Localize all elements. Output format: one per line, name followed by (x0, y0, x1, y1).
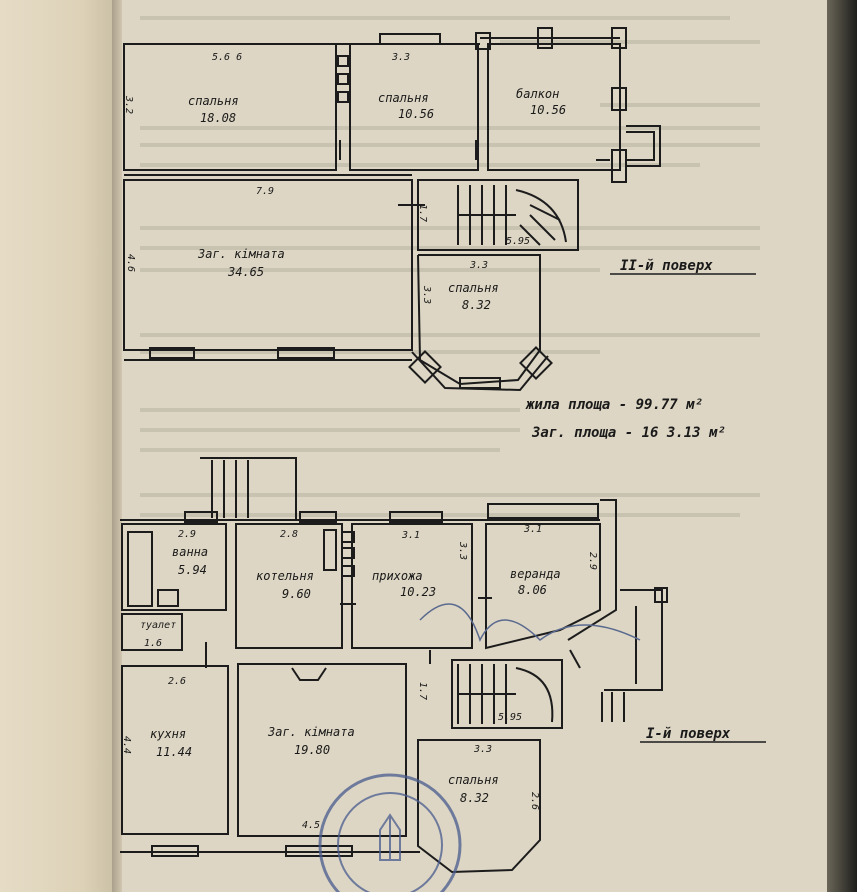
f1-room-area-6: 11.44 (156, 745, 192, 759)
f1-room-area-3: 10.23 (400, 585, 436, 599)
f1-dim-1: 2.9 (178, 529, 196, 540)
f1-dim-8: 4.4 (121, 736, 132, 754)
f1-room-name-2: котельня (256, 569, 314, 583)
f1-room-name-7: Заг. кімната (267, 725, 355, 739)
f1-room-name-5: туалет (140, 620, 176, 631)
official-stamp (318, 773, 462, 892)
f2-dim-5: 4.6 (125, 254, 136, 272)
f1-dim-12: 2.6 (529, 792, 540, 810)
f2-dim-1: 5.6 6 (212, 52, 242, 63)
faded-typed-text (140, 16, 760, 517)
f1-dim-13: 4.5 (302, 820, 320, 831)
floor2-walls (123, 27, 661, 392)
f2-room-name-2: спальня (378, 91, 429, 105)
f1-room-area-7: 19.80 (294, 743, 330, 757)
f1-dim-11: 3.3 (473, 744, 492, 755)
page-edge-shadow (827, 0, 857, 892)
f1-room-name-8: спальня (448, 773, 499, 787)
f2-dim-3: 3.2 (123, 95, 134, 114)
f2-room-area-5: 8.32 (462, 298, 491, 312)
f2-dim-8: 3.3 (421, 285, 432, 304)
floor1-label: І-й поверх (646, 726, 731, 742)
f2-room-area-3: 10.56 (530, 103, 566, 117)
f2-room-area-2: 10.56 (398, 107, 434, 121)
floor2-label: ІІ-й поверх (620, 258, 713, 274)
floor1-walls (120, 457, 668, 874)
f1-room-name-6: кухня (150, 727, 186, 741)
f1-room-area-1: 5.94 (178, 563, 207, 577)
f1-dim-3: 3.1 (401, 530, 420, 541)
f2-room-area-1: 18.08 (200, 111, 236, 125)
left-page (0, 0, 118, 892)
f1-room-area-2: 9.60 (282, 587, 311, 601)
total-area: Заг. площа - 16 3.13 м² (531, 425, 726, 441)
f2-dim-7: 3.3 (469, 260, 488, 271)
f2-room-name-5: спальня (448, 281, 499, 295)
f2-room-name-3: балкон (516, 87, 559, 101)
f1-dim-4: 3.1 (523, 524, 542, 535)
f1-dim-2: 2.8 (280, 529, 298, 540)
floor-plan-page (122, 0, 827, 892)
signature (419, 603, 641, 642)
f1-room-area-4: 8.06 (518, 583, 547, 597)
f2-room-name-4: Заг. кімната (197, 247, 285, 261)
f1-room-name-4: веранда (510, 567, 561, 581)
living-area-total: жила площа - 99.77 м² (525, 397, 703, 413)
f1-dim-6: 2.9 (587, 552, 598, 570)
f2-dim-2: 3.3 (391, 52, 410, 63)
f1-room-name-3: прихожа (372, 569, 423, 583)
f1-dim-10: 5.95 (498, 712, 522, 723)
f1-room-name-1: ванна (172, 545, 208, 559)
f2-dim-4: 7.9 (256, 186, 274, 197)
f1-dim-9: 1.7 (417, 682, 428, 700)
f1-dim-5: 3.3 (457, 541, 468, 560)
f2-room-area-4: 34.65 (227, 265, 264, 279)
f2-dim-9: 5.95 (506, 236, 530, 247)
f1-dim-7: 2.6 (168, 676, 186, 687)
f1-room-area-8: 8.32 (460, 791, 489, 805)
f2-room-name-1: спальня (188, 94, 239, 108)
f2-dim-6: 1.7 (417, 204, 428, 222)
f1-room-area-5: 1.6 (144, 638, 162, 649)
